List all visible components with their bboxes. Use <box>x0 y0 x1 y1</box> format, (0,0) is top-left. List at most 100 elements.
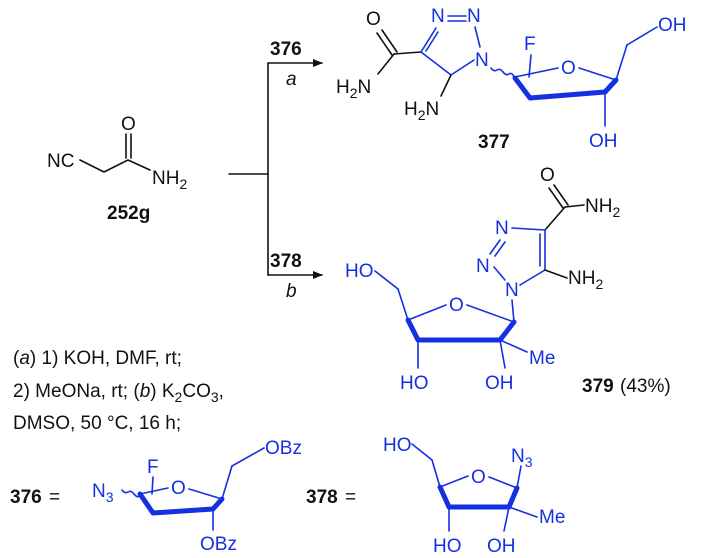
p379-cn-bond <box>564 204 585 208</box>
def376-obz-top: OBz <box>265 438 302 459</box>
def376-azide: N3 <box>92 481 114 505</box>
p379-carbonyl-oxygen: O <box>540 165 555 186</box>
def378-ring-oxygen: O <box>471 467 486 488</box>
p377-oh-bottom: OH <box>589 131 618 152</box>
def378-c1-n3 <box>516 465 522 489</box>
arrow-b-reagent: 378 <box>270 251 302 272</box>
amide-nh: NH <box>152 168 179 189</box>
def376-equals: = <box>49 487 60 508</box>
p379-yield: (43%) <box>620 376 671 397</box>
conditions-line-1: (a) 1) KOH, DMF, rt; <box>13 348 182 369</box>
p379-triazole-n1: N <box>505 280 519 301</box>
p379-n1-c5 <box>519 269 546 286</box>
p377-triazole-n2: N <box>467 6 481 27</box>
def376-o-c4 <box>188 488 223 500</box>
def376-ring-bold <box>137 491 225 516</box>
p379-n3-n2 <box>489 239 501 255</box>
def376-c5-o <box>231 447 265 467</box>
p377-triazole-c4-n3 <box>420 27 437 53</box>
p377-fluorine: F <box>524 34 536 55</box>
definition-376: 376 = N3 F O OBz OBz <box>10 438 302 555</box>
arrow-b-condition: b <box>286 281 297 302</box>
p377-triazole-n2-n1 <box>474 26 481 48</box>
p379-triazole-n2: N <box>476 256 490 277</box>
def378-methyl: Me <box>539 507 565 528</box>
p379-amino-bond <box>544 269 568 279</box>
product-379: O NH2 N N N NH2 HO O HO OH Me 379 (43 <box>345 165 671 397</box>
p377-c4-bond <box>393 51 422 55</box>
def376-c1-o <box>139 487 169 495</box>
p377-c4-c5 <box>615 44 628 81</box>
def378-c5-c4 <box>431 459 441 488</box>
p377-co-bond-1 <box>376 32 393 56</box>
p379-c2-oh-bond <box>499 339 506 369</box>
reaction-conditions: (a) 1) KOH, DMF, rt; 2) MeONa, rt; (b) K… <box>13 348 224 434</box>
amide-subscript: 2 <box>179 176 187 192</box>
compound-id-252g: 252g <box>107 203 150 224</box>
def378-ho-top: HO <box>383 435 412 456</box>
def376-wavy-bond <box>121 489 141 498</box>
p377-amide: H2N <box>336 77 371 101</box>
p379-triazole-n3: N <box>495 218 509 239</box>
p379-ring-oxygen: O <box>449 295 464 316</box>
p377-ring-c1-o <box>514 67 559 78</box>
p379-co-bond-2 <box>553 184 569 206</box>
def378-azide: N3 <box>511 446 533 470</box>
compound-id-377: 377 <box>478 132 510 153</box>
def378-ring-bold <box>437 484 520 510</box>
reaction-arrows: 376 a 378 b <box>228 39 323 302</box>
p377-ring-o-c4 <box>578 67 617 81</box>
def376-obz-bottom: OBz <box>200 534 237 555</box>
p377-triazole-n1: N <box>475 50 489 71</box>
p379-co-bond-1 <box>548 187 564 209</box>
p379-oh-bottom: OH <box>485 373 514 394</box>
p377-oh-top: OH <box>658 15 687 36</box>
p379-c4-bond <box>544 206 566 231</box>
p379-ring-bold <box>405 317 517 343</box>
conditions-line-3: DMSO, 50 °C, 16 h; <box>13 413 181 434</box>
p379-c4-n3 <box>511 227 546 231</box>
p377-wavy-bond <box>490 67 515 78</box>
carbonyl-oxygen: O <box>121 114 136 135</box>
def378-o-c5 <box>411 443 433 461</box>
p377-triazole-c5-c4 <box>420 51 452 76</box>
p377-carbonyl-oxygen: O <box>366 9 381 30</box>
product-377: O H2N N N N H2N F O OH OH <box>336 6 687 153</box>
nitrile-label: NC <box>47 151 74 172</box>
def376-ring-oxygen: O <box>171 478 186 499</box>
arrow-a-condition: a <box>286 69 297 90</box>
p379-n3-n2-double <box>494 241 506 257</box>
def378-c2-oh <box>503 506 510 532</box>
def378-c4-o <box>439 475 469 488</box>
p379-n2-n1 <box>493 266 506 281</box>
conditions-line-2: 2) MeONa, rt; (b) K2CO3, <box>13 381 224 405</box>
p377-c5-o <box>626 26 658 46</box>
p379-amino: NH2 <box>568 268 603 292</box>
p379-ho-top: HO <box>345 261 374 282</box>
p377-ring-c1-c2 <box>514 77 531 99</box>
def378-id: 378 <box>306 487 338 508</box>
amide-label: NH2 <box>152 168 187 192</box>
p377-amino: H2N <box>404 99 439 123</box>
def376-fluorine: F <box>147 457 159 478</box>
p379-n1-c1 <box>511 299 515 323</box>
p379-o-c5 <box>374 270 399 290</box>
p377-triazole-n3: N <box>431 6 445 27</box>
p377-co-bond-2 <box>381 29 398 53</box>
p379-o-c1 <box>466 304 515 323</box>
def378-c2-me <box>508 506 538 518</box>
p377-cn-bond <box>377 53 395 75</box>
p377-amino-bond <box>440 74 452 97</box>
reactant-252g: NC O NH2 252g <box>47 114 187 224</box>
p379-amide: NH2 <box>585 196 620 220</box>
def376-c4-c5 <box>221 465 233 500</box>
p379-ho-bottom: HO <box>400 373 429 394</box>
def378-ho-bottom: HO <box>433 536 462 557</box>
definition-378: 378 = HO O N3 Me HO OH <box>306 435 565 557</box>
p377-triazole-n1-c5 <box>450 59 475 76</box>
p377-ring-oxygen: O <box>561 58 576 79</box>
p377-ring-bold <box>512 75 619 101</box>
def376-id: 376 <box>10 487 42 508</box>
p379-c5-c4 <box>397 288 409 321</box>
p377-triazole-c4-n3-double <box>425 31 439 52</box>
